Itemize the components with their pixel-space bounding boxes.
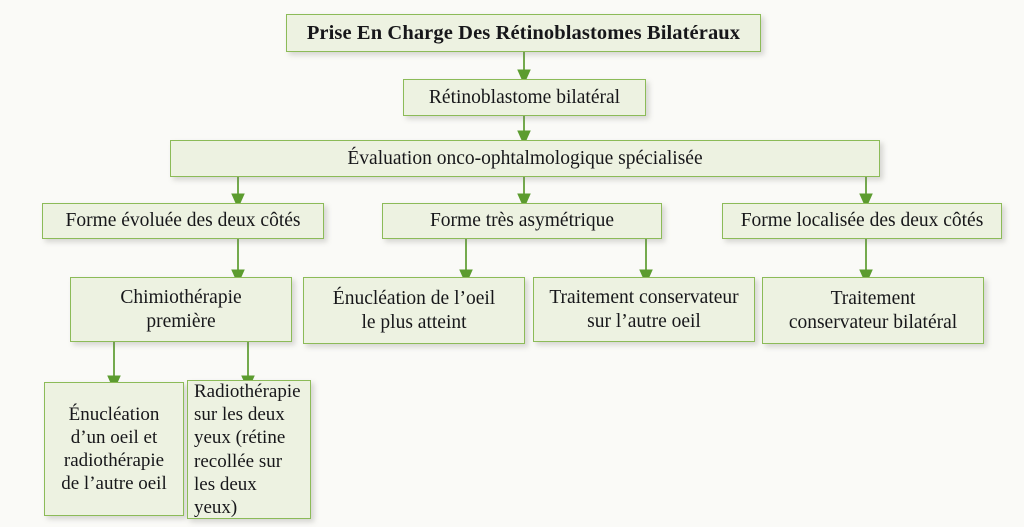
- node-branch-advanced: Forme évoluée des deux côtés: [42, 203, 324, 239]
- node-title-label: Prise En Charge Des Rétinoblastomes Bila…: [306, 21, 741, 44]
- node-diagnosis: Rétinoblastome bilatéral: [403, 79, 646, 116]
- node-branch-localized: Forme localisée des deux côtés: [722, 203, 1002, 239]
- node-branch-localized-label: Forme localisée des deux côtés: [740, 210, 984, 232]
- node-title: Prise En Charge Des Rétinoblastomes Bila…: [286, 14, 761, 52]
- node-branch-advanced-label: Forme évoluée des deux côtés: [65, 210, 301, 232]
- node-branch-asymmetric-label: Forme très asymétrique: [429, 210, 615, 232]
- node-branch-asymmetric: Forme très asymétrique: [382, 203, 662, 239]
- node-evaluation-label: Évaluation onco-ophtalmologique spéciali…: [347, 147, 703, 169]
- node-evaluation: Évaluation onco-ophtalmologique spéciali…: [170, 140, 880, 177]
- node-diagnosis-label: Rétinoblastome bilatéral: [428, 86, 621, 108]
